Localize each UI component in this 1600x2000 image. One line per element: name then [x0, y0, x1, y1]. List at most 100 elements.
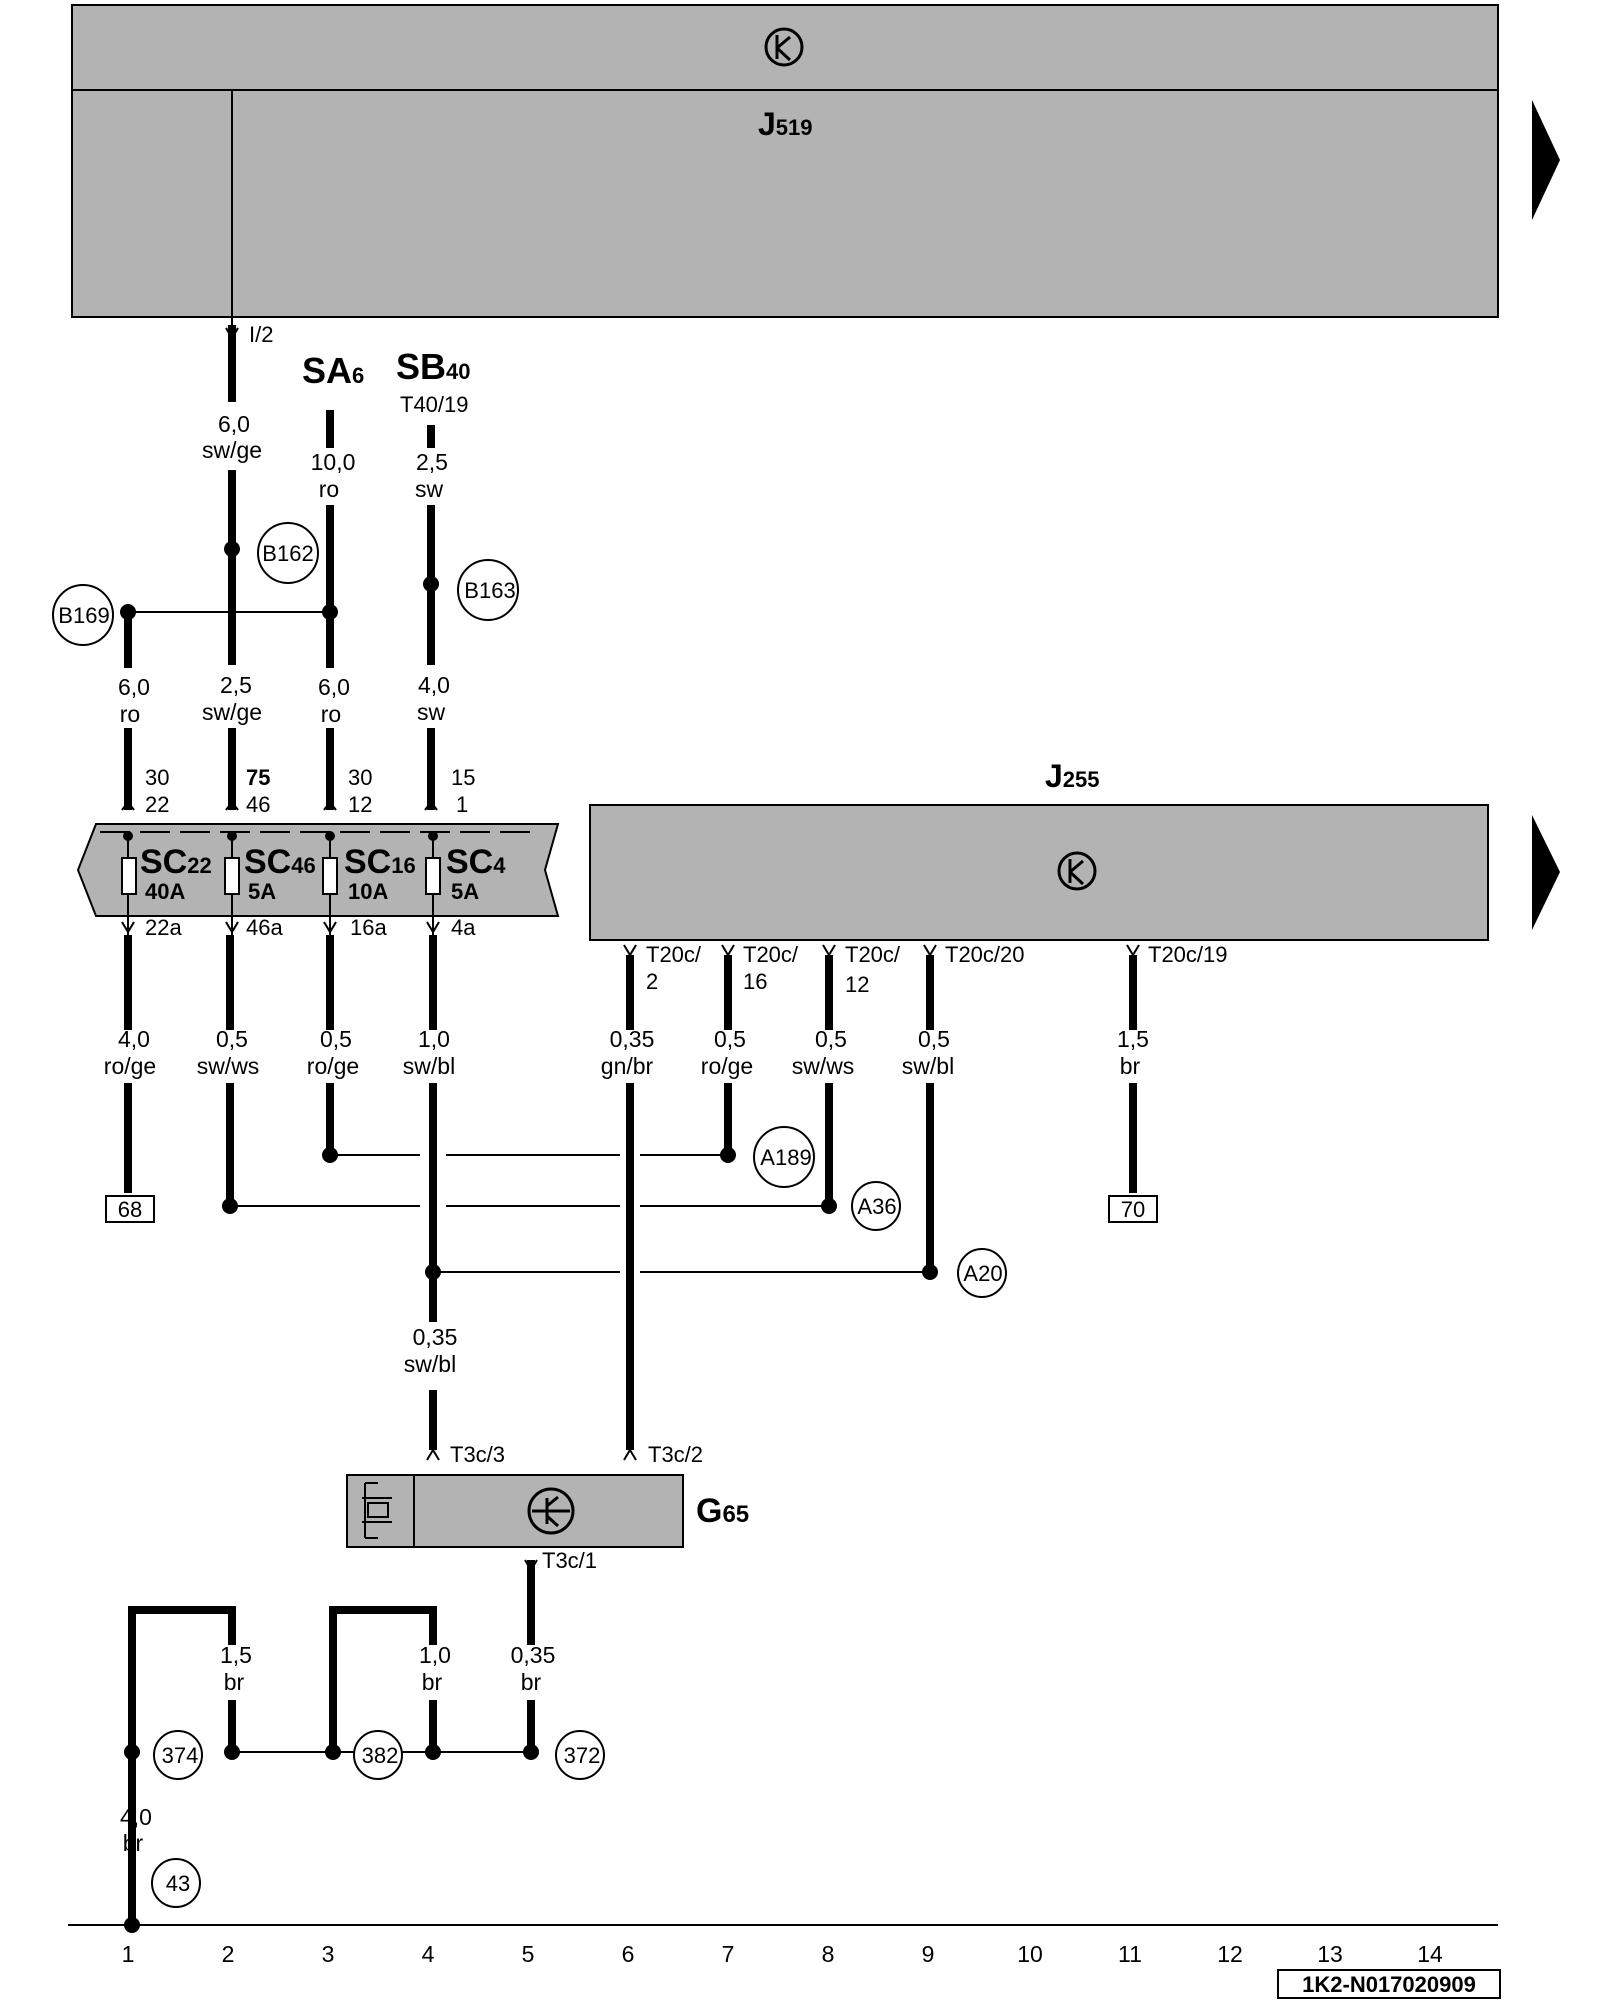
svg-text:2: 2 — [646, 969, 658, 994]
svg-text:br: br — [521, 1669, 542, 1695]
svg-text:3: 3 — [322, 1941, 335, 1967]
svg-text:46: 46 — [246, 792, 270, 817]
j519-circuit-icon — [764, 27, 804, 67]
svg-text:B163: B163 — [464, 578, 515, 603]
svg-text:6,0: 6,0 — [318, 674, 350, 700]
svg-text:5A: 5A — [248, 879, 276, 904]
svg-text:2: 2 — [222, 1941, 235, 1967]
svg-text:0,5: 0,5 — [714, 1026, 746, 1052]
svg-text:10A: 10A — [348, 879, 388, 904]
svg-text:1,0: 1,0 — [419, 1642, 451, 1668]
svg-text:sw/ge: sw/ge — [202, 437, 262, 463]
fuse-sc4-label: SC4 — [446, 843, 506, 881]
continuation-arrow-right — [1532, 815, 1560, 930]
svg-text:T20c/: T20c/ — [845, 942, 901, 967]
svg-text:ro/ge: ro/ge — [104, 1053, 156, 1079]
svg-text:70: 70 — [1121, 1197, 1145, 1222]
j255-label: J255 — [1045, 758, 1100, 794]
svg-text:30: 30 — [145, 765, 169, 790]
fuse-sc22-label: SC22 — [140, 843, 212, 881]
svg-text:A20: A20 — [963, 1261, 1002, 1286]
svg-text:0,35: 0,35 — [413, 1324, 458, 1350]
connection-b169: B169 — [52, 584, 114, 646]
svg-text:T3c/2: T3c/2 — [648, 1442, 703, 1467]
sb40-pin: T40/19 — [400, 392, 469, 417]
svg-text:ro: ro — [321, 701, 341, 727]
svg-text:15: 15 — [451, 765, 475, 790]
svg-text:1: 1 — [456, 792, 468, 817]
fuse-sc46-label: SC46 — [244, 843, 316, 881]
svg-text:16: 16 — [743, 969, 767, 994]
svg-text:0,35: 0,35 — [511, 1642, 556, 1668]
svg-text:1: 1 — [122, 1941, 135, 1967]
svg-text:16a: 16a — [350, 915, 387, 940]
j519-label: J519 — [758, 106, 813, 142]
svg-text:374: 374 — [162, 1743, 199, 1768]
svg-text:10: 10 — [1017, 1941, 1043, 1967]
svg-text:sw/bl: sw/bl — [404, 1351, 456, 1377]
connection-a189: A189 — [753, 1126, 815, 1188]
fuse-sc4: 15 1 SC4 5A 4a — [446, 765, 506, 940]
svg-text:sw/ws: sw/ws — [197, 1053, 260, 1079]
svg-text:gn/br: gn/br — [601, 1053, 654, 1079]
svg-text:B162: B162 — [262, 541, 313, 566]
svg-text:5A: 5A — [451, 879, 479, 904]
svg-text:sw/ge: sw/ge — [202, 699, 262, 725]
wires — [124, 90, 1137, 1925]
svg-text:0,5: 0,5 — [815, 1026, 847, 1052]
svg-text:T20c/: T20c/ — [743, 942, 799, 967]
svg-text:0,35: 0,35 — [610, 1026, 655, 1052]
svg-text:T20c/20: T20c/20 — [945, 942, 1025, 967]
svg-text:5: 5 — [522, 1941, 535, 1967]
svg-text:ro/ge: ro/ge — [307, 1053, 359, 1079]
wire-labels: 6,0 sw/ge 10,0 ro 2,5 sw 6,0 ro 2,5 sw/g… — [104, 411, 1149, 1856]
svg-text:2,5: 2,5 — [416, 449, 448, 475]
svg-text:1,0: 1,0 — [418, 1026, 450, 1052]
svg-text:B169: B169 — [58, 603, 109, 628]
svg-text:4: 4 — [422, 1941, 435, 1967]
svg-text:43: 43 — [166, 1871, 190, 1896]
svg-text:40A: 40A — [145, 879, 185, 904]
svg-text:sw/bl: sw/bl — [403, 1053, 455, 1079]
svg-text:0,5: 0,5 — [320, 1026, 352, 1052]
svg-text:br: br — [422, 1669, 443, 1695]
g65-label: G65 — [696, 1492, 749, 1530]
svg-text:A189: A189 — [760, 1145, 811, 1170]
svg-text:sw/bl: sw/bl — [902, 1053, 954, 1079]
svg-text:ro/ge: ro/ge — [701, 1053, 753, 1079]
svg-text:6: 6 — [622, 1941, 635, 1967]
svg-text:11: 11 — [1118, 1941, 1142, 1967]
sb40-label: SB40 — [396, 346, 471, 387]
fuse-sc16-label: SC16 — [344, 843, 416, 881]
svg-text:4,0: 4,0 — [120, 1804, 152, 1830]
svg-text:T20c/: T20c/ — [646, 942, 702, 967]
svg-text:ro: ro — [120, 701, 140, 727]
column-numbers: 1 2 3 4 5 6 7 8 9 10 11 12 13 14 — [122, 1941, 1443, 1967]
g65-sender: G65 — [346, 1474, 749, 1548]
svg-text:30: 30 — [348, 765, 372, 790]
svg-text:7: 7 — [722, 1941, 735, 1967]
fuse-symbols — [121, 836, 441, 935]
svg-text:2,5: 2,5 — [220, 672, 252, 698]
svg-text:1K2-N017020909: 1K2-N017020909 — [1302, 1972, 1476, 1997]
svg-text:4,0: 4,0 — [418, 672, 450, 698]
svg-text:9: 9 — [922, 1941, 935, 1967]
ground-point-372: 372 — [555, 1730, 605, 1780]
ref-box-68: 68 — [105, 1195, 155, 1223]
ground-point-374: 374 — [153, 1730, 203, 1780]
svg-text:1,5: 1,5 — [1117, 1026, 1149, 1052]
svg-text:6,0: 6,0 — [118, 674, 150, 700]
connection-b162: B162 — [257, 522, 319, 584]
fuse-sc22: 30 22 SC22 40A 22a — [140, 765, 212, 940]
svg-text:A36: A36 — [857, 1194, 896, 1219]
svg-text:T3c/1: T3c/1 — [542, 1548, 597, 1573]
junction-dots — [120, 541, 938, 1933]
svg-text:8: 8 — [822, 1941, 835, 1967]
svg-text:13: 13 — [1317, 1941, 1343, 1967]
ref-box-70: 70 — [1108, 1195, 1158, 1223]
ground-point-43: 43 — [151, 1858, 201, 1908]
svg-text:0,5: 0,5 — [216, 1026, 248, 1052]
connection-b163: B163 — [457, 559, 519, 621]
svg-text:4,0: 4,0 — [118, 1026, 150, 1052]
